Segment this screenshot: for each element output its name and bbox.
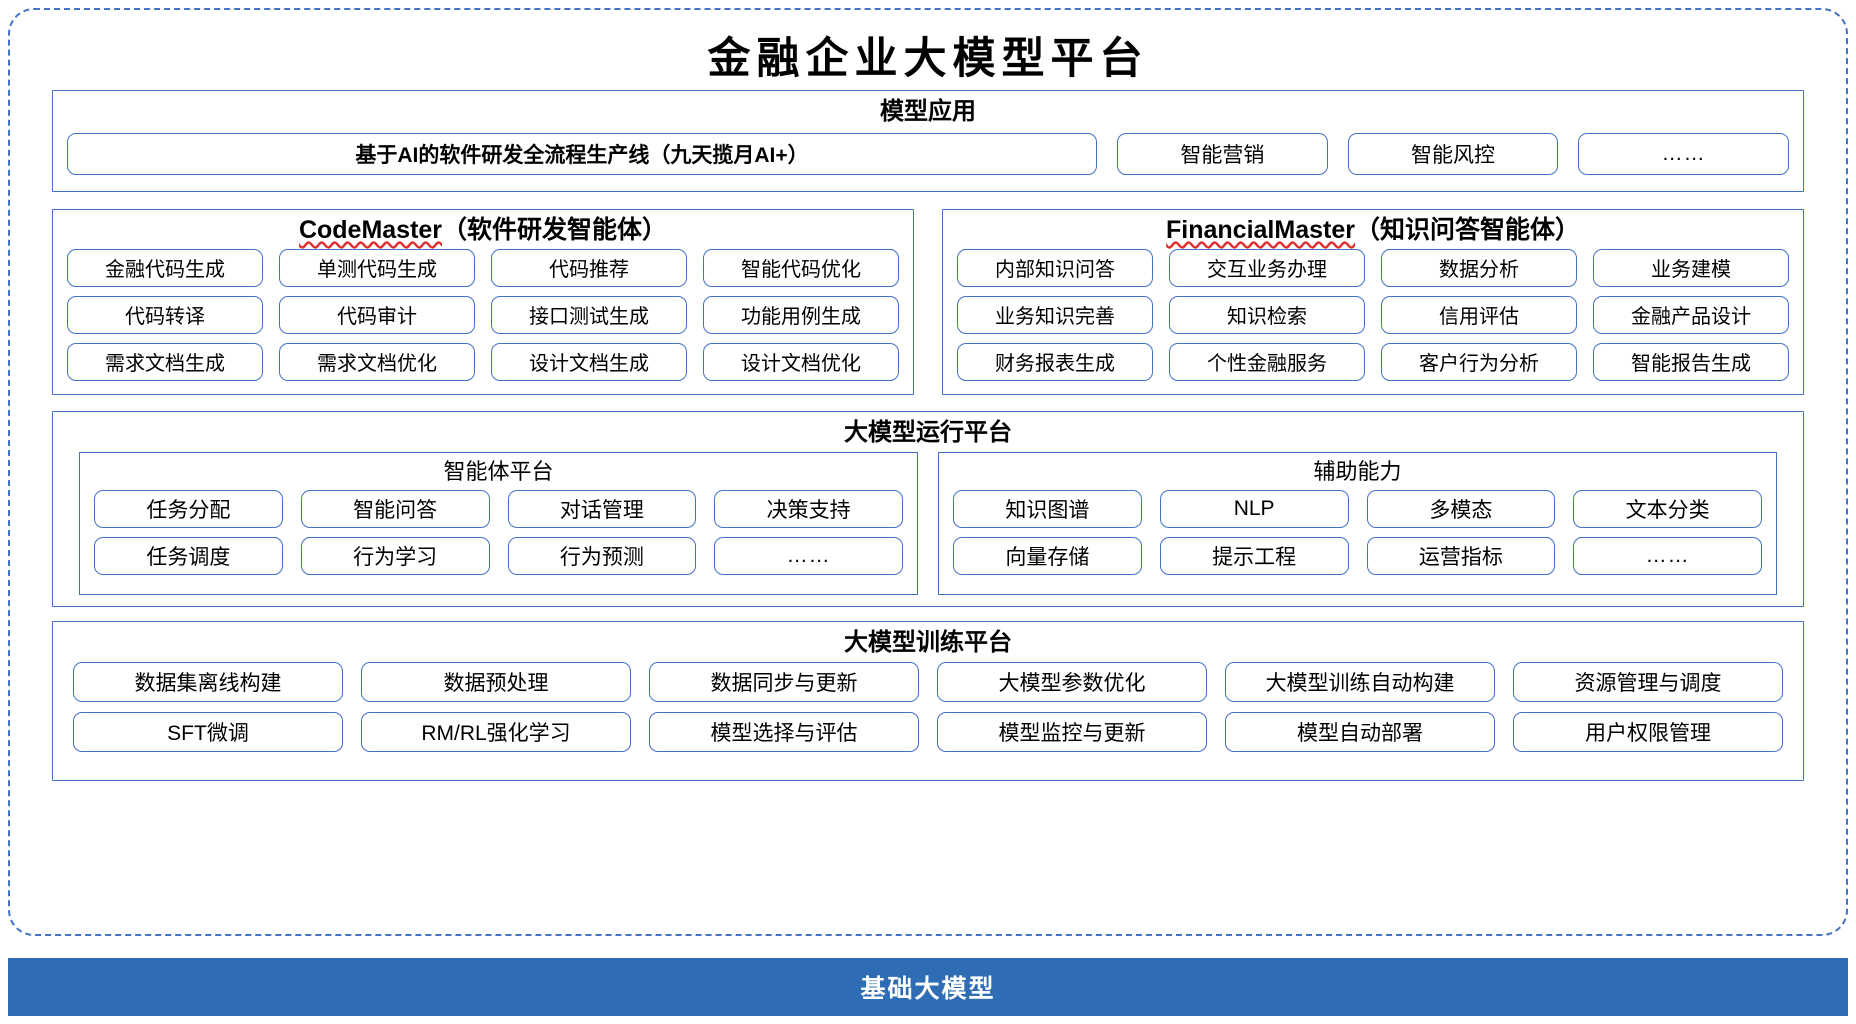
- page-title: 金融企业大模型平台: [707, 34, 1149, 84]
- capability-chip[interactable]: 业务建模: [1593, 248, 1789, 287]
- training-chip[interactable]: 大模型参数优化: [937, 662, 1207, 703]
- capability-chip[interactable]: 智能报告生成: [1593, 342, 1789, 381]
- capability-chip[interactable]: 个性金融服务: [1169, 342, 1365, 381]
- capability-chip[interactable]: 代码转译: [67, 295, 263, 334]
- model-applications-row: 基于AI的软件研发全流程生产线（九天揽月AI+） 智能营销 智能风控 ……: [53, 133, 1803, 176]
- footer-foundation-model-bar: 基础大模型: [8, 958, 1848, 1016]
- runtime-chip[interactable]: 任务分配: [94, 489, 283, 528]
- capability-chip[interactable]: 需求文档生成: [67, 342, 263, 381]
- agent-suffix-financialmaster: （知识问答智能体）: [1354, 216, 1580, 244]
- app-chip-ai-pipeline[interactable]: 基于AI的软件研发全流程生产线（九天揽月AI+）: [67, 133, 1097, 176]
- capability-chip[interactable]: 智能代码优化: [703, 248, 899, 287]
- section-title-model-applications: 模型应用: [880, 98, 976, 125]
- capability-chip[interactable]: 业务知识完善: [957, 295, 1153, 334]
- capability-chip[interactable]: 功能用例生成: [703, 295, 899, 334]
- runtime-chip[interactable]: 决策支持: [714, 489, 903, 528]
- auxiliary-row-1: 知识图谱 NLP 多模态 文本分类: [953, 489, 1762, 528]
- training-row-2: SFT微调 RM/RL强化学习 模型选择与评估 模型监控与更新 模型自动部署 用…: [73, 712, 1783, 753]
- runtime-chip[interactable]: 行为学习: [300, 536, 490, 575]
- financialmaster-row-1: 内部知识问答 交互业务办理 数据分析 业务建模: [957, 248, 1789, 287]
- runtime-chip[interactable]: 向量存储: [953, 536, 1142, 575]
- runtime-chip-more[interactable]: ……: [714, 536, 903, 575]
- subsection-title-agent-platform: 智能体平台: [443, 459, 554, 485]
- training-chip[interactable]: 大模型训练自动构建: [1225, 662, 1495, 703]
- app-chip-more[interactable]: ……: [1578, 133, 1790, 176]
- capability-chip[interactable]: 金融代码生成: [67, 248, 263, 287]
- capability-chip[interactable]: 信用评估: [1381, 295, 1577, 334]
- training-chip[interactable]: 模型监控与更新: [937, 712, 1207, 753]
- codemaster-capability-grid: 金融代码生成 单测代码生成 代码推荐 智能代码优化 代码转译 代码审计 接口测试…: [53, 248, 913, 381]
- training-chip[interactable]: 数据同步与更新: [649, 662, 919, 703]
- training-chip[interactable]: 模型自动部署: [1225, 712, 1495, 753]
- agent-name-codemaster: CodeMaster: [298, 216, 443, 244]
- agent-name-financialmaster: FinancialMaster: [1166, 216, 1355, 244]
- agent-platform-row-2: 任务调度 行为学习 行为预测 ……: [94, 536, 903, 575]
- runtime-columns: 智能体平台 任务分配 智能问答 对话管理 决策支持 任务调度 行为学习 行为预测…: [53, 452, 1803, 595]
- agent-suffix-codemaster: （软件研发智能体）: [442, 216, 668, 244]
- financialmaster-row-2: 业务知识完善 知识检索 信用评估 金融产品设计: [957, 295, 1789, 334]
- capability-chip[interactable]: 需求文档优化: [279, 342, 475, 381]
- section-model-applications: 模型应用 基于AI的软件研发全流程生产线（九天揽月AI+） 智能营销 智能风控 …: [52, 90, 1804, 192]
- capability-chip[interactable]: 代码审计: [279, 295, 475, 334]
- training-chip[interactable]: RM/RL强化学习: [361, 712, 631, 753]
- training-chip[interactable]: 用户权限管理: [1513, 712, 1783, 753]
- capability-chip[interactable]: 设计文档生成: [491, 342, 687, 381]
- section-title-runtime-platform: 大模型运行平台: [844, 419, 1012, 446]
- financialmaster-row-3: 财务报表生成 个性金融服务 客户行为分析 智能报告生成: [957, 342, 1789, 381]
- capability-chip[interactable]: 数据分析: [1381, 248, 1577, 287]
- training-chip[interactable]: 数据集离线构建: [73, 662, 343, 703]
- training-chip[interactable]: SFT微调: [73, 712, 343, 753]
- training-chip[interactable]: 模型选择与评估: [649, 712, 919, 753]
- app-chip-smart-risk-control[interactable]: 智能风控: [1347, 133, 1559, 176]
- runtime-chip[interactable]: 提示工程: [1159, 536, 1349, 575]
- capability-chip[interactable]: 代码推荐: [491, 248, 687, 287]
- capability-chip[interactable]: 内部知识问答: [957, 248, 1153, 287]
- training-chip[interactable]: 数据预处理: [361, 662, 631, 703]
- section-financialmaster-agent: FinancialMaster（知识问答智能体） 内部知识问答 交互业务办理 数…: [942, 209, 1804, 395]
- section-runtime-platform: 大模型运行平台 智能体平台 任务分配 智能问答 对话管理 决策支持 任务调度 行…: [52, 411, 1804, 607]
- section-training-platform: 大模型训练平台 数据集离线构建 数据预处理 数据同步与更新 大模型参数优化 大模…: [52, 621, 1804, 781]
- capability-chip[interactable]: 金融产品设计: [1593, 295, 1789, 334]
- capability-chip[interactable]: 知识检索: [1169, 295, 1365, 334]
- runtime-chip[interactable]: 对话管理: [507, 489, 697, 528]
- runtime-chip[interactable]: 知识图谱: [953, 489, 1142, 528]
- section-title-training-platform: 大模型训练平台: [844, 629, 1012, 656]
- runtime-chip[interactable]: 多模态: [1366, 489, 1556, 528]
- app-chip-smart-marketing[interactable]: 智能营销: [1117, 133, 1328, 176]
- runtime-chip[interactable]: 文本分类: [1573, 489, 1762, 528]
- footer-label: 基础大模型: [860, 975, 996, 1003]
- runtime-chip-more[interactable]: ……: [1573, 536, 1762, 575]
- agent-platform-row-1: 任务分配 智能问答 对话管理 决策支持: [94, 489, 903, 528]
- capability-chip[interactable]: 设计文档优化: [703, 342, 899, 381]
- financialmaster-capability-grid: 内部知识问答 交互业务办理 数据分析 业务建模 业务知识完善 知识检索 信用评估…: [943, 248, 1803, 381]
- training-capability-grid: 数据集离线构建 数据预处理 数据同步与更新 大模型参数优化 大模型训练自动构建 …: [53, 662, 1803, 753]
- codemaster-row-3: 需求文档生成 需求文档优化 设计文档生成 设计文档优化: [67, 342, 899, 381]
- agent-title-financialmaster: FinancialMaster（知识问答智能体）: [943, 210, 1803, 249]
- runtime-chip[interactable]: 智能问答: [300, 489, 490, 528]
- capability-chip[interactable]: 接口测试生成: [491, 295, 687, 334]
- runtime-chip[interactable]: 任务调度: [94, 536, 283, 575]
- training-row-1: 数据集离线构建 数据预处理 数据同步与更新 大模型参数优化 大模型训练自动构建 …: [73, 662, 1783, 703]
- codemaster-row-1: 金融代码生成 单测代码生成 代码推荐 智能代码优化: [67, 248, 899, 287]
- capability-chip[interactable]: 交互业务办理: [1169, 248, 1365, 287]
- capability-chip[interactable]: 财务报表生成: [957, 342, 1153, 381]
- capability-chip[interactable]: 单测代码生成: [279, 248, 475, 287]
- section-codemaster-agent: CodeMaster（软件研发智能体） 金融代码生成 单测代码生成 代码推荐 智…: [52, 209, 914, 395]
- runtime-chip[interactable]: 运营指标: [1366, 536, 1556, 575]
- training-chip[interactable]: 资源管理与调度: [1513, 662, 1783, 703]
- runtime-chip[interactable]: NLP: [1159, 489, 1349, 528]
- capability-chip[interactable]: 客户行为分析: [1381, 342, 1577, 381]
- subsection-title-auxiliary-capability: 辅助能力: [1313, 459, 1402, 485]
- agent-title-codemaster: CodeMaster（软件研发智能体）: [53, 210, 913, 249]
- runtime-column-auxiliary-capability: 辅助能力 知识图谱 NLP 多模态 文本分类 向量存储 提示工程 运营指标 ……: [938, 452, 1777, 595]
- codemaster-row-2: 代码转译 代码审计 接口测试生成 功能用例生成: [67, 295, 899, 334]
- runtime-column-agent-platform: 智能体平台 任务分配 智能问答 对话管理 决策支持 任务调度 行为学习 行为预测…: [79, 452, 918, 595]
- runtime-chip[interactable]: 行为预测: [507, 536, 697, 575]
- auxiliary-row-2: 向量存储 提示工程 运营指标 ……: [953, 536, 1762, 575]
